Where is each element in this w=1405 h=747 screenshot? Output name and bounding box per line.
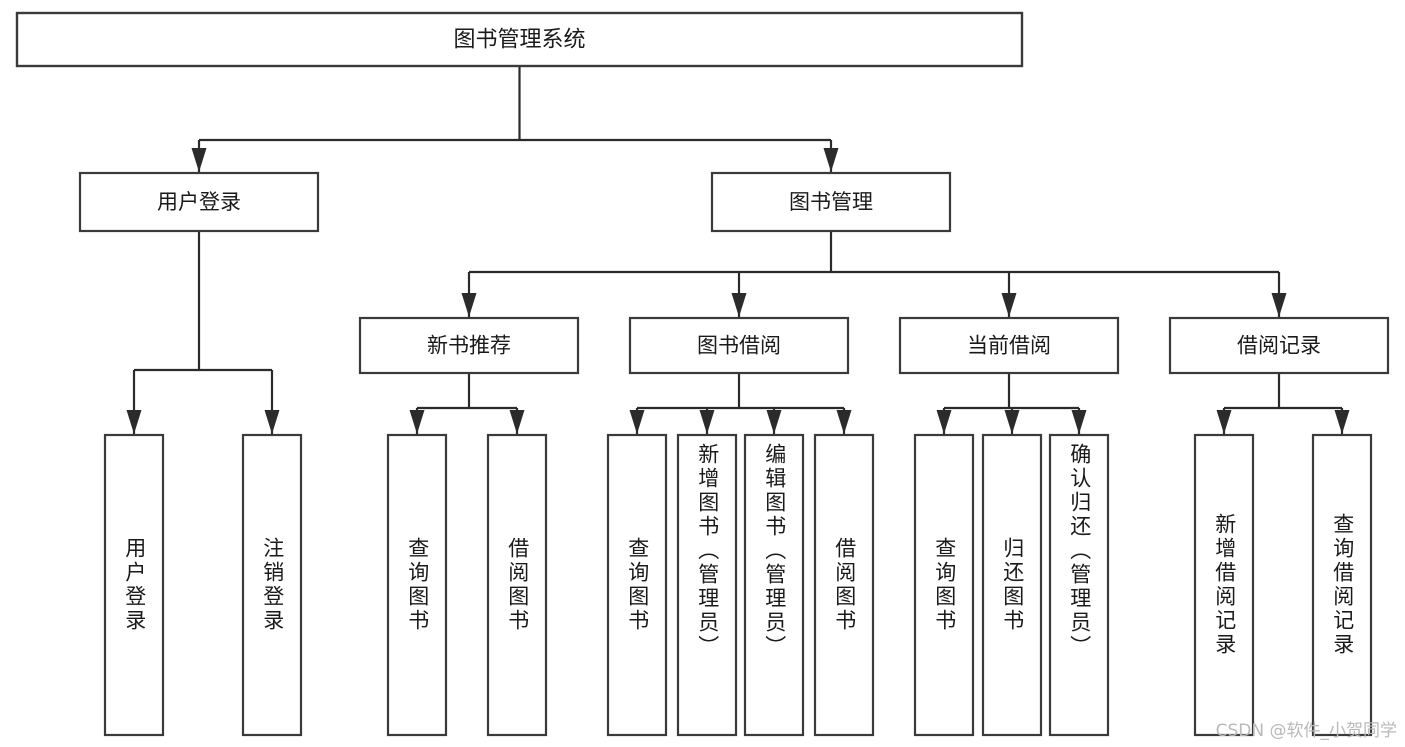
root-node-box[interactable]: [15, 11, 1024, 68]
leaf-node-box-g0-0[interactable]: [386, 433, 448, 737]
userlogin-to-leaves-arrowhead-0: [126, 410, 142, 434]
leaf-node-box-g1-3[interactable]: [813, 433, 875, 737]
leaf-node-box-userlogin-0[interactable]: [103, 433, 165, 737]
root-node-label: 图书管理系统: [453, 28, 585, 53]
leaf-node-box-g2-0[interactable]: [913, 433, 975, 737]
root-to-level1-arrowhead-0: [191, 148, 207, 172]
leaf-node-box-g2-2[interactable]: [1048, 433, 1110, 737]
level2-2-to-leaves-arrowhead-1: [1004, 410, 1020, 434]
level2-2-to-leaves-arrowhead-2: [1071, 410, 1087, 434]
level1-node-box-0[interactable]: [78, 171, 320, 233]
leaf-node-box-g1-0[interactable]: [606, 433, 668, 737]
leaf-node-box-g3-1[interactable]: [1311, 433, 1373, 737]
level2-0-to-leaves-arrowhead-0: [409, 410, 425, 434]
leaf-node-box-g0-1[interactable]: [486, 433, 548, 737]
userlogin-to-leaves-arrowhead-1: [264, 410, 280, 434]
leaf-node-box-g1-1[interactable]: [676, 433, 738, 737]
level2-node-label-2: 当前借阅: [967, 334, 1051, 358]
bookmgmt-to-level2-arrowhead-3: [1271, 293, 1287, 317]
watermark-text: CSDN @软件_小贺同学: [1215, 721, 1397, 741]
leaf-node-box-g1-2[interactable]: [743, 433, 805, 737]
level2-2-to-leaves-arrowhead-0: [936, 410, 952, 434]
level1-node-label-1: 图书管理: [789, 190, 873, 214]
bookmgmt-to-level2-arrowhead-2: [1001, 293, 1017, 317]
level2-node-label-1: 图书借阅: [697, 334, 781, 358]
level2-node-box-0[interactable]: [358, 316, 580, 375]
level2-1-to-leaves-arrowhead-2: [766, 410, 782, 434]
level1-node-label-0: 用户登录: [157, 190, 241, 214]
level2-1-to-leaves-arrowhead-0: [629, 410, 645, 434]
level2-3-to-leaves-arrowhead-1: [1334, 410, 1350, 434]
leaf-node-box-g3-0[interactable]: [1193, 433, 1255, 737]
level2-0-to-leaves-arrowhead-1: [509, 410, 525, 434]
level1-node-box-1[interactable]: [710, 171, 952, 233]
bookmgmt-to-level2-arrowhead-0: [461, 293, 477, 317]
level2-node-box-2[interactable]: [898, 316, 1120, 375]
root-to-level1-arrowhead-1: [823, 148, 839, 172]
level2-node-box-3[interactable]: [1168, 316, 1390, 375]
leaf-node-box-userlogin-1[interactable]: [241, 433, 303, 737]
connectors-layer: [126, 66, 1350, 434]
level2-1-to-leaves-arrowhead-3: [836, 410, 852, 434]
level2-node-label-3: 借阅记录: [1237, 334, 1321, 358]
level2-node-box-1[interactable]: [628, 316, 850, 375]
level2-3-to-leaves-arrowhead-0: [1216, 410, 1232, 434]
bookmgmt-to-level2-arrowhead-1: [731, 293, 747, 317]
leaf-node-box-g2-1[interactable]: [981, 433, 1043, 737]
level2-node-label-0: 新书推荐: [427, 334, 511, 358]
level2-1-to-leaves-arrowhead-1: [699, 410, 715, 434]
